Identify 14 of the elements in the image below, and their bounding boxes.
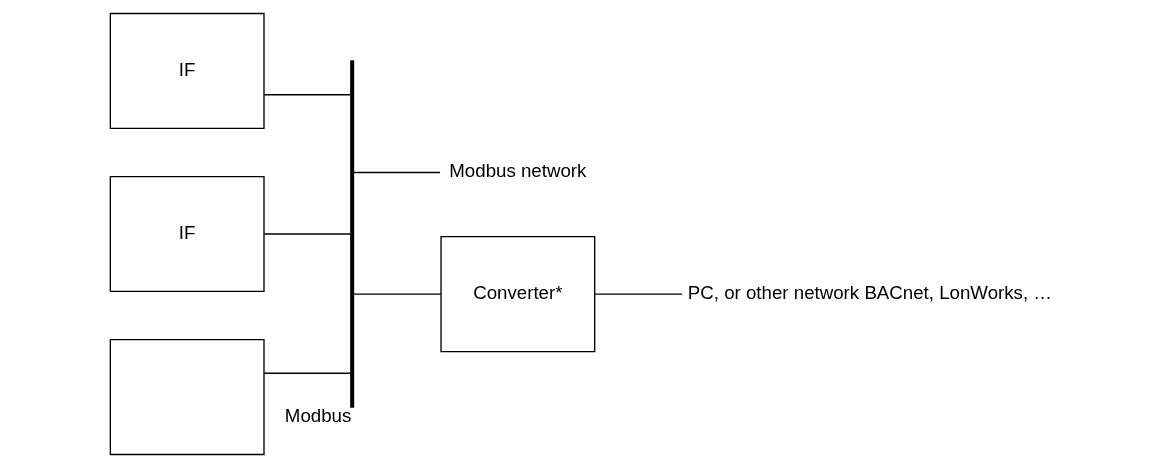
node-box: IF <box>109 12 265 130</box>
connector <box>263 233 351 235</box>
node-text: Modbus network <box>448 160 586 182</box>
connector <box>263 372 351 374</box>
node-box: IF <box>109 175 265 293</box>
node-bar <box>349 60 354 408</box>
node-box: Converter* <box>439 236 595 353</box>
connector <box>352 293 442 295</box>
connector <box>352 171 441 174</box>
node-label: Modbus <box>284 404 351 426</box>
node-box <box>109 338 265 456</box>
connector <box>263 94 351 96</box>
node-text: PC, or other network BACnet, LonWorks, … <box>687 282 1052 304</box>
connector <box>593 293 683 295</box>
